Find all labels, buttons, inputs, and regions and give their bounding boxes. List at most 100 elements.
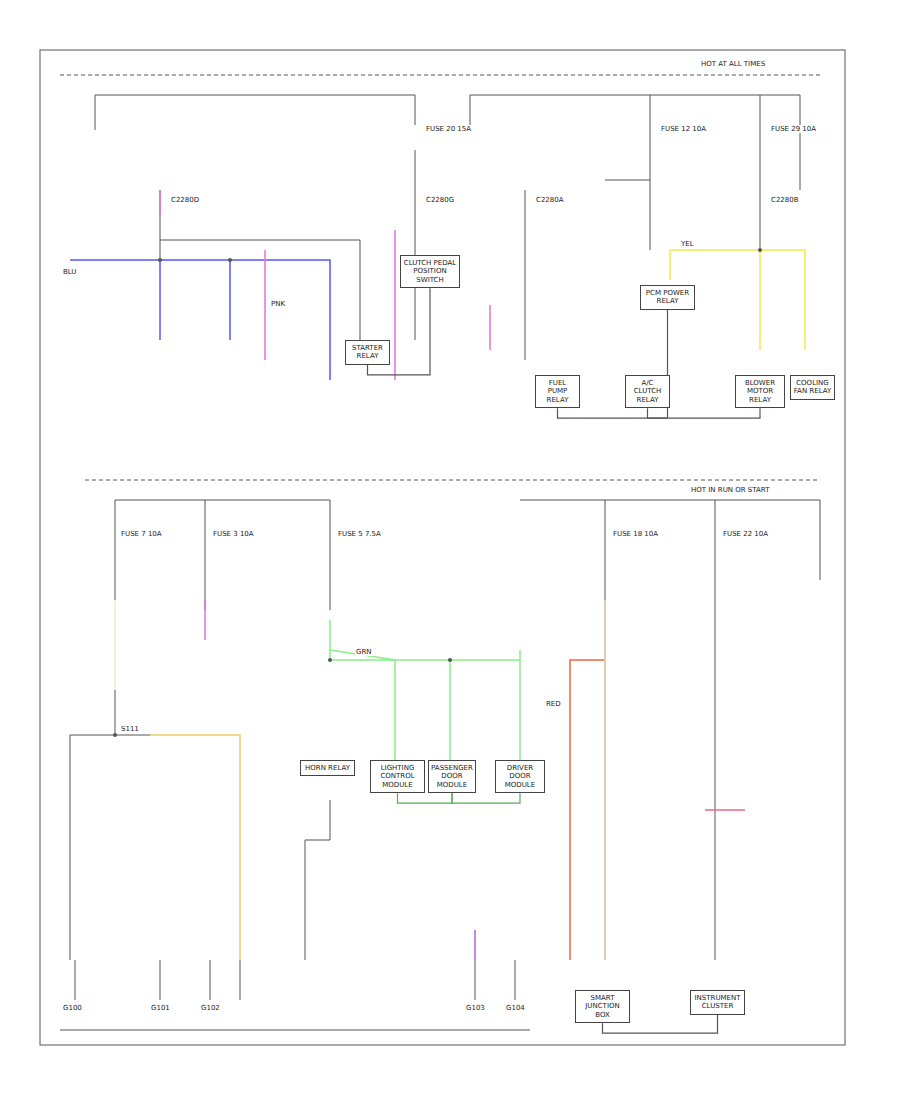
component-name: COOLING FAN RELAY <box>793 379 832 396</box>
wire-label: FUSE 18 10A <box>612 530 659 538</box>
wire-label: G100 <box>62 1004 83 1012</box>
component-name: CLUTCH PEDAL POSITION SWITCH <box>403 259 457 284</box>
wiring-art <box>114 600 116 690</box>
component-box: COOLING FAN RELAY <box>790 375 835 400</box>
wiring-art <box>415 150 416 340</box>
wire-label: FUSE 20 15A <box>425 125 472 133</box>
wiring-art <box>60 1030 530 1031</box>
wire-label: FUSE 29 10A <box>770 125 817 133</box>
wiring-art <box>70 260 330 380</box>
component-name: LIGHTING CONTROL MODULE <box>373 764 422 789</box>
wiring-art <box>264 250 266 360</box>
wiring-art <box>604 600 606 960</box>
wiring-art <box>449 660 451 760</box>
wiring-art <box>75 960 76 1000</box>
component-box: LIGHTING CONTROL MODULE <box>370 760 425 793</box>
wire-label: YEL <box>680 240 695 248</box>
wire-label: BLU <box>62 268 77 276</box>
component-box: PCM POWER RELAY <box>640 285 695 310</box>
wiring-art <box>95 95 415 130</box>
component-box: BLOWER MOTOR RELAY <box>735 375 785 408</box>
wiring-art <box>205 500 206 610</box>
wiring-art <box>330 620 520 660</box>
component-box: CLUTCH PEDAL POSITION SWITCH <box>400 255 460 288</box>
component-box: FUEL PUMP RELAY <box>535 375 580 408</box>
wiring-art <box>705 809 745 811</box>
wiring-art <box>160 190 161 260</box>
wiring-art <box>150 735 240 960</box>
component-name: SMART JUNCTION BOX <box>578 994 627 1019</box>
wiring-art <box>328 658 332 662</box>
wiring-art <box>240 960 241 1000</box>
wire-label: C2280D <box>170 196 200 204</box>
component-name: HORN RELAY <box>303 764 352 772</box>
wiring-art <box>758 248 762 252</box>
wire-label: G104 <box>505 1004 526 1012</box>
wire-label: GRN <box>355 648 373 656</box>
wire-label: FUSE 7 10A <box>120 530 163 538</box>
wire-label: FUSE 3 10A <box>212 530 255 538</box>
wiring-art <box>40 50 845 1045</box>
component-name: FUEL PUMP RELAY <box>538 379 577 404</box>
wiring-art <box>525 190 526 360</box>
wiring-art <box>475 960 476 1000</box>
component-name: A/C CLUTCH RELAY <box>628 379 667 404</box>
wire-label: FUSE 5 7.5A <box>337 530 382 538</box>
wiring-art <box>489 305 491 350</box>
component-name: PASSENGER DOOR MODULE <box>431 764 473 789</box>
component-name: PCM POWER RELAY <box>643 289 692 306</box>
wiring-art <box>305 800 330 960</box>
component-box: SMART JUNCTION BOX <box>575 990 630 1023</box>
wiring-art <box>158 258 162 262</box>
wire-connector <box>648 408 761 418</box>
wiring-art <box>520 500 820 580</box>
wiring-art <box>70 735 71 960</box>
wiring-art <box>519 650 521 760</box>
component-box: PASSENGER DOOR MODULE <box>428 760 476 793</box>
wiring-art <box>204 600 206 640</box>
component-name: DRIVER DOOR MODULE <box>498 764 542 789</box>
wiring-art <box>115 500 330 610</box>
wire-label: PNK <box>270 300 286 308</box>
wire-label: G102 <box>200 1004 221 1012</box>
wiring-art <box>115 690 116 735</box>
wiring-art <box>210 960 211 1000</box>
wire-label: RED <box>545 700 562 708</box>
wiring-art <box>448 658 452 662</box>
component-box: HORN RELAY <box>300 760 355 776</box>
component-box: INSTRUMENT CLUSTER <box>690 990 745 1015</box>
wiring-art <box>229 260 231 340</box>
wiring-art <box>160 960 161 1000</box>
wiring-art <box>715 500 716 960</box>
component-name: BLOWER MOTOR RELAY <box>738 379 782 404</box>
wiring-art <box>394 230 396 380</box>
wire-label: G101 <box>150 1004 171 1012</box>
wiring-art <box>759 250 761 350</box>
wiring-art <box>470 95 800 190</box>
wiring-art <box>760 95 761 250</box>
wire-label: C2280A <box>535 196 565 204</box>
component-name: INSTRUMENT CLUSTER <box>693 994 742 1011</box>
wire-label: G103 <box>465 1004 486 1012</box>
component-box: DRIVER DOOR MODULE <box>495 760 545 793</box>
wiring-art <box>605 180 650 181</box>
wiring-art <box>113 733 117 737</box>
wire-label: S111 <box>120 725 140 733</box>
component-box: STARTER RELAY <box>345 340 390 365</box>
wiring-art <box>228 258 232 262</box>
wiring-art <box>159 260 161 340</box>
component-name: STARTER RELAY <box>348 344 387 361</box>
wiring-art <box>70 735 150 736</box>
wiring-art <box>330 650 395 760</box>
wire-label: C2280B <box>770 196 800 204</box>
wiring-art <box>570 660 605 960</box>
wiring-art <box>85 480 820 481</box>
wiring-art <box>60 75 820 76</box>
wire-label: HOT AT ALL TIMES <box>700 60 766 68</box>
wiring-art <box>70 190 805 960</box>
wire-label: C2280G <box>425 196 455 204</box>
wiring-art <box>159 190 161 215</box>
wiring-art <box>113 248 762 737</box>
